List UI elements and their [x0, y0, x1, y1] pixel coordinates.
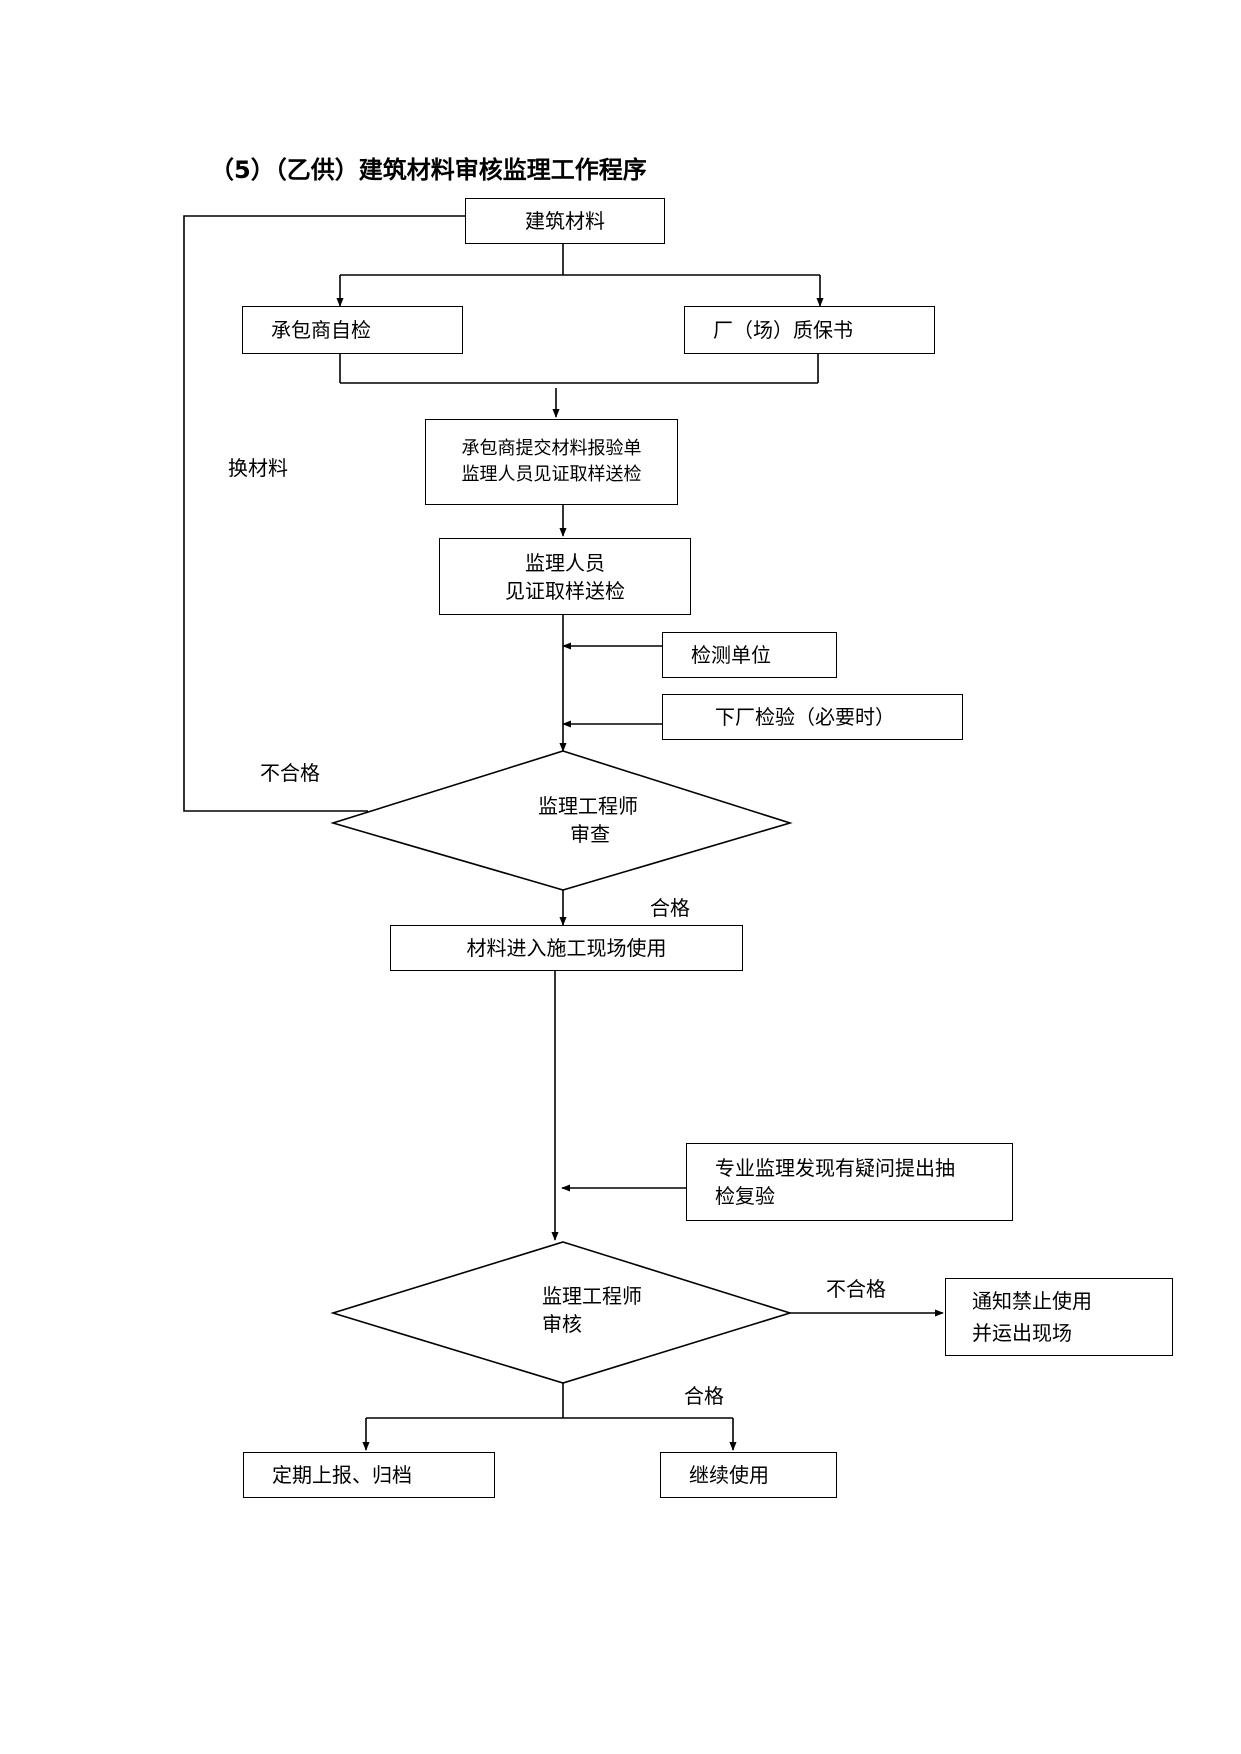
- node-self-check: 承包商自检: [242, 306, 463, 354]
- node-submit-line2: 监理人员见证取样送检: [461, 464, 642, 485]
- node-enter-site-label: 材料进入施工现场使用: [466, 936, 667, 960]
- decision-review1-line1: 监理工程师: [538, 794, 638, 818]
- node-recheck: 专业监理发现有疑问提出抽 检复验: [686, 1143, 1013, 1221]
- node-stop-line2: 并运出现场: [972, 1321, 1072, 1345]
- decision-review1-line2: 审查: [570, 822, 610, 846]
- label-replace-material: 换材料: [228, 456, 288, 480]
- decision-review1-text: 监理工程师 审查: [538, 792, 658, 848]
- node-testing-unit: 检测单位: [662, 632, 837, 678]
- connector-fail-loop: [183, 215, 465, 812]
- node-factory-inspection-label: 下厂检验（必要时）: [715, 705, 895, 729]
- node-submit-report: 承包商提交材料报验单 监理人员见证取样送检: [425, 419, 678, 505]
- decision-review2-line2: 审核: [542, 1312, 582, 1336]
- node-witness-line2: 见证取样送检: [505, 578, 625, 603]
- node-continue-use-label: 继续使用: [689, 1463, 769, 1487]
- node-enter-site: 材料进入施工现场使用: [390, 925, 743, 971]
- node-building-material-label: 建筑材料: [525, 209, 605, 233]
- node-building-material: 建筑材料: [465, 198, 665, 244]
- label-pass-2: 合格: [684, 1384, 724, 1408]
- node-witness-sampling: 监理人员 见证取样送检: [439, 538, 691, 615]
- label-pass-1: 合格: [650, 896, 690, 920]
- node-warranty: 厂（场）质保书: [684, 306, 935, 354]
- node-stop-use: 通知禁止使用 并运出现场: [945, 1278, 1173, 1356]
- node-report-archive-label: 定期上报、归档: [272, 1463, 412, 1487]
- node-warranty-label: 厂（场）质保书: [713, 318, 853, 342]
- decision-review2-text: 监理工程师 审核: [542, 1282, 662, 1338]
- node-recheck-line2: 检复验: [715, 1184, 775, 1208]
- node-factory-inspection: 下厂检验（必要时）: [662, 694, 963, 740]
- node-witness-line1: 监理人员: [525, 550, 605, 575]
- node-self-check-label: 承包商自检: [271, 318, 371, 342]
- label-fail-2: 不合格: [826, 1277, 886, 1301]
- decision-review2-line1: 监理工程师: [542, 1284, 642, 1308]
- node-recheck-line1: 专业监理发现有疑问提出抽: [715, 1156, 955, 1180]
- node-report-archive: 定期上报、归档: [243, 1452, 495, 1498]
- node-continue-use: 继续使用: [660, 1452, 837, 1498]
- page-title: （5）（乙供）建筑材料审核监理工作程序: [210, 156, 647, 184]
- node-submit-line1: 承包商提交材料报验单: [461, 438, 642, 459]
- label-fail-1: 不合格: [260, 761, 320, 785]
- node-stop-line1: 通知禁止使用: [972, 1289, 1092, 1313]
- node-testing-unit-label: 检测单位: [691, 643, 771, 667]
